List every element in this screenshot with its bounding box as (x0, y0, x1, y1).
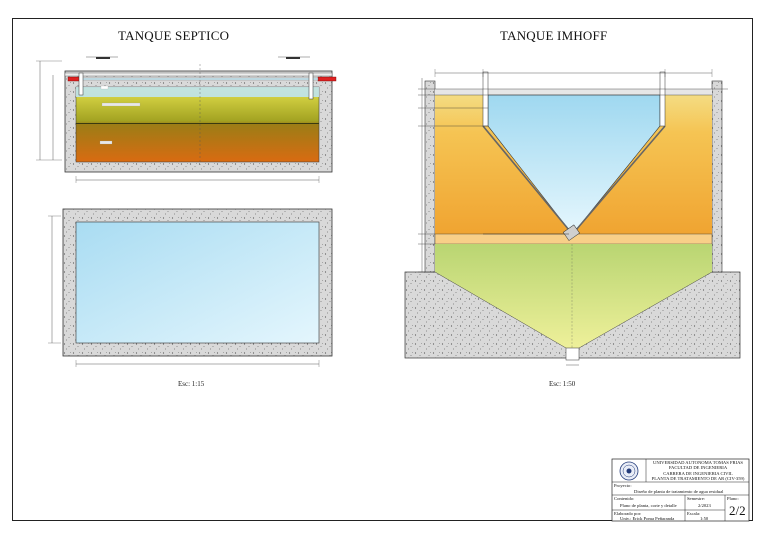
content-value: Plano de planta, corte y detalle (620, 503, 677, 508)
sheet-label: Plano: (727, 496, 739, 501)
project-label: Proyecto: (614, 483, 632, 488)
imhoff-tank-section (404, 69, 741, 366)
university-name-block: UNIVERSIDAD AUTONOMA TOMAS FRIAS FACULTA… (648, 460, 748, 481)
drawing-frame (12, 18, 753, 521)
scale-value: 1:50 (700, 516, 709, 521)
content-label: Contenido: (614, 496, 635, 501)
project-value: Diseño de planta de tratamiento de agua … (634, 489, 724, 494)
imhoff-scale-label: Esc: 1:50 (549, 380, 576, 388)
scale-label: Escala: (687, 511, 701, 516)
university-line: UNIVERSIDAD AUTONOMA TOMAS FRIAS (653, 460, 743, 465)
septic-tank-plan (48, 208, 333, 367)
title-block (611, 458, 750, 522)
septic-tank-section (36, 56, 337, 183)
career-line: CARRERA DE INGENIERIA CIVIL (663, 470, 733, 476)
semester-label: Semestre: (687, 496, 706, 501)
author-value: Univ.: Erick Poma Peñaranda (620, 516, 675, 521)
sheet-number: 2/2 (729, 503, 746, 518)
faculty-line: FACULTAD DE INGENIERIA (668, 465, 728, 471)
septic-tank-title: TANQUE SEPTICO (118, 28, 230, 43)
imhoff-tank-title: TANQUE IMHOFF (500, 28, 608, 43)
septic-scale-label: Esc: 1:15 (178, 380, 205, 388)
semester-value: 2/2023 (698, 503, 711, 508)
course-line: PLANTA DE TRATAMIENTO DE AR (CIV-359) (651, 475, 745, 481)
author-label: Elaborado por: (614, 511, 642, 516)
